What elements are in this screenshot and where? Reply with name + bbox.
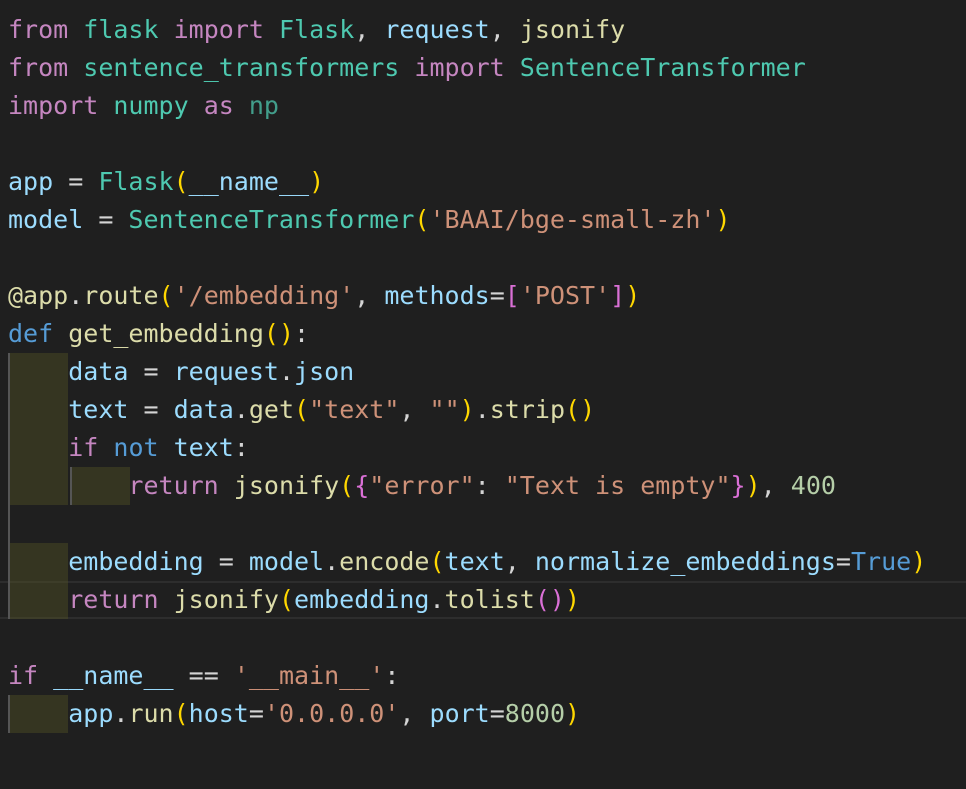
- variable: model: [8, 205, 84, 234]
- class-name: Flask: [98, 167, 174, 196]
- code-line[interactable]: from sentence_transformers import Senten…: [8, 49, 806, 87]
- code-line[interactable]: return jsonify(embedding.tolist()): [68, 585, 581, 614]
- keyword: import: [8, 91, 99, 120]
- module-alias: np: [248, 91, 279, 120]
- code-line[interactable]: if __name__ == '__main__':: [8, 661, 400, 690]
- code-line[interactable]: import numpy as np: [8, 87, 279, 125]
- variable: embedding: [294, 585, 430, 614]
- keyword: return: [68, 585, 159, 614]
- keyword: not: [113, 433, 159, 462]
- variable: app: [68, 699, 114, 728]
- variable: request: [384, 15, 490, 44]
- parameter: methods: [384, 281, 490, 310]
- variable: text: [173, 433, 234, 462]
- decorator: @app: [8, 281, 69, 310]
- string-literal: '__main__': [233, 661, 385, 690]
- code-line[interactable]: @app.route('/embedding', methods=['POST'…: [8, 281, 641, 310]
- function-name: encode: [339, 547, 430, 576]
- code-line[interactable]: return jsonify({"error": "Text is empty"…: [128, 471, 836, 500]
- parameter: host: [188, 699, 249, 728]
- variable: embedding: [68, 547, 204, 576]
- string-literal: "text": [309, 395, 400, 424]
- module-name: numpy: [113, 91, 189, 120]
- indent-guide: [8, 353, 68, 391]
- function-name: jsonify: [519, 15, 626, 44]
- keyword: return: [128, 471, 219, 500]
- keyword: import: [173, 15, 264, 44]
- variable: text: [68, 395, 129, 424]
- function-name: strip: [489, 395, 566, 424]
- keyword: if: [68, 433, 99, 462]
- keyword: True: [850, 547, 912, 576]
- indent-guide: [8, 543, 68, 581]
- number-literal: 400: [790, 471, 836, 500]
- function-name: get: [248, 395, 295, 424]
- function-name: jsonify: [233, 471, 340, 500]
- code-line[interactable]: app.run(host='0.0.0.0', port=8000): [68, 699, 581, 728]
- class-name: SentenceTransformer: [128, 205, 415, 234]
- string-literal: "": [429, 395, 460, 424]
- parameter: normalize_embeddings: [534, 547, 836, 576]
- keyword: from: [8, 15, 69, 44]
- indent-guide: [8, 581, 68, 619]
- indent-guide: [8, 429, 68, 467]
- string-literal: 'BAAI/bge-small-zh': [429, 205, 716, 234]
- keyword: def: [8, 319, 54, 348]
- module-name: sentence_transformers: [83, 53, 400, 82]
- indent-guide: [8, 695, 68, 733]
- string-literal: '0.0.0.0': [263, 699, 400, 728]
- code-line[interactable]: model = SentenceTransformer('BAAI/bge-sm…: [8, 205, 731, 234]
- function-name: run: [128, 699, 174, 728]
- string-literal: 'POST': [519, 281, 611, 310]
- variable: data: [173, 395, 234, 424]
- property: json: [294, 357, 355, 386]
- code-line[interactable]: def get_embedding():: [8, 319, 310, 348]
- class-name: SentenceTransformer: [519, 53, 806, 82]
- code-line[interactable]: embedding = model.encode(text, normalize…: [68, 547, 927, 576]
- indent-guide: [8, 391, 68, 429]
- indent-guide: [8, 467, 68, 505]
- string-literal: "Text is empty": [504, 471, 731, 500]
- variable: text: [444, 547, 505, 576]
- keyword: as: [203, 91, 234, 120]
- code-line[interactable]: data = request.json: [68, 357, 355, 386]
- code-line[interactable]: app = Flask(__name__): [8, 167, 325, 196]
- variable: app: [8, 167, 54, 196]
- keyword: import: [414, 53, 505, 82]
- keyword: from: [8, 53, 69, 82]
- variable: __name__: [188, 167, 310, 196]
- keyword: if: [8, 661, 39, 690]
- indent-guide: [8, 505, 68, 543]
- variable: __name__: [53, 661, 174, 690]
- function-name: route: [83, 281, 159, 310]
- module-name: flask: [83, 15, 159, 44]
- code-line[interactable]: text = data.get("text", "").strip(): [68, 395, 596, 424]
- code-line[interactable]: if not text:: [68, 433, 249, 462]
- code-line[interactable]: from flask import Flask, request, jsonif…: [8, 15, 626, 44]
- variable: request: [173, 357, 279, 386]
- string-literal: '/embedding': [173, 281, 355, 310]
- number-literal: 8000: [504, 699, 566, 728]
- class-name: Flask: [278, 15, 355, 44]
- parameter: port: [429, 699, 490, 728]
- function-name: get_embedding: [68, 319, 264, 348]
- function-name: jsonify: [173, 585, 279, 614]
- function-name: tolist: [444, 585, 535, 614]
- variable: data: [68, 357, 129, 386]
- current-line-highlight: [0, 581, 966, 619]
- variable: model: [248, 547, 325, 576]
- indent-guide: [70, 467, 130, 505]
- string-literal: "error": [369, 471, 475, 500]
